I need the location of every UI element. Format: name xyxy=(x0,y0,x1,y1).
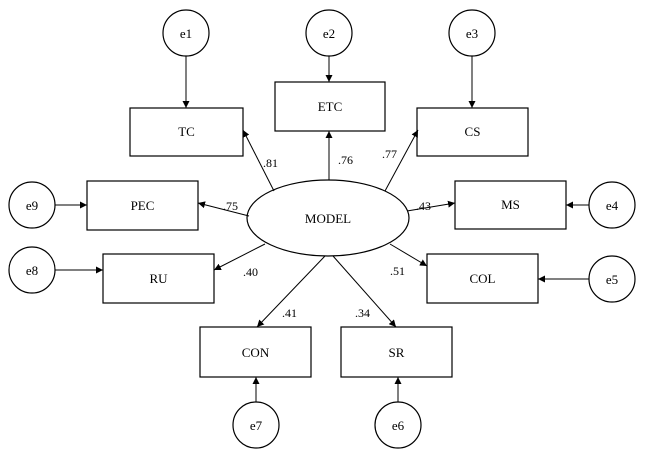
latent-model-node: MODEL xyxy=(246,179,410,257)
error-e9-label: e9 xyxy=(26,198,38,213)
latent-model-ellipse xyxy=(246,179,410,257)
indicator-tc: TC .81 e1 xyxy=(129,9,278,192)
loading-sr: .34 xyxy=(355,306,370,320)
indicator-ms-label: MS xyxy=(501,197,520,212)
indicator-sr: SR .34 e6 xyxy=(332,255,453,449)
loading-col: .51 xyxy=(390,264,405,278)
indicator-etc: ETC .76 e2 xyxy=(274,9,386,180)
loading-cs: .77 xyxy=(382,147,397,161)
path-model-to-tc xyxy=(242,129,275,192)
indicator-pec: PEC .75 e9 xyxy=(8,180,250,231)
loading-con: .41 xyxy=(282,306,297,320)
indicator-col: COL .51 e5 xyxy=(389,243,636,304)
path-model-to-con xyxy=(256,255,326,328)
path-model-to-pec xyxy=(197,201,250,217)
indicator-cs-label: CS xyxy=(465,124,481,139)
indicator-ms-box xyxy=(454,180,567,230)
path-model-to-sr xyxy=(332,255,397,328)
path-model-to-ru xyxy=(213,243,266,271)
indicator-sr-box xyxy=(340,326,453,378)
error-e3-label: e3 xyxy=(466,26,478,41)
path-model-to-ms xyxy=(406,200,456,212)
error-e4-label: e4 xyxy=(606,198,619,213)
loading-etc: .76 xyxy=(338,153,353,167)
path-model-to-cs xyxy=(384,129,419,192)
indicator-ms: MS .43 e4 xyxy=(406,180,636,230)
loading-pec: .75 xyxy=(223,199,238,213)
error-e5-label: e5 xyxy=(606,272,618,287)
indicator-ru-label: RU xyxy=(149,271,168,286)
error-e2-label: e2 xyxy=(323,26,335,41)
loading-tc: .81 xyxy=(263,156,278,170)
indicator-con-label: CON xyxy=(242,345,270,360)
indicator-tc-label: TC xyxy=(178,124,195,139)
indicator-col-label: COL xyxy=(470,271,496,286)
indicator-sr-label: SR xyxy=(389,345,405,360)
loading-ms: .43 xyxy=(416,199,431,213)
latent-model-label: MODEL xyxy=(305,211,351,226)
indicator-pec-label: PEC xyxy=(131,198,155,213)
indicator-etc-label: ETC xyxy=(318,99,343,114)
error-e1-label: e1 xyxy=(180,26,192,41)
loading-ru: .40 xyxy=(243,265,258,279)
indicator-cs: CS .77 e3 xyxy=(382,9,529,192)
indicator-con-box xyxy=(199,326,312,378)
error-e7-label: e7 xyxy=(250,418,263,433)
error-e8-label: e8 xyxy=(26,263,38,278)
indicator-tc-box xyxy=(129,107,244,157)
indicator-ru: RU .40 e8 xyxy=(8,243,266,304)
path-model-to-col xyxy=(389,243,428,267)
indicator-ru-box xyxy=(102,253,215,304)
indicator-col-box xyxy=(426,253,539,304)
error-e6-label: e6 xyxy=(392,418,405,433)
indicator-con: CON .41 e7 xyxy=(199,255,326,449)
